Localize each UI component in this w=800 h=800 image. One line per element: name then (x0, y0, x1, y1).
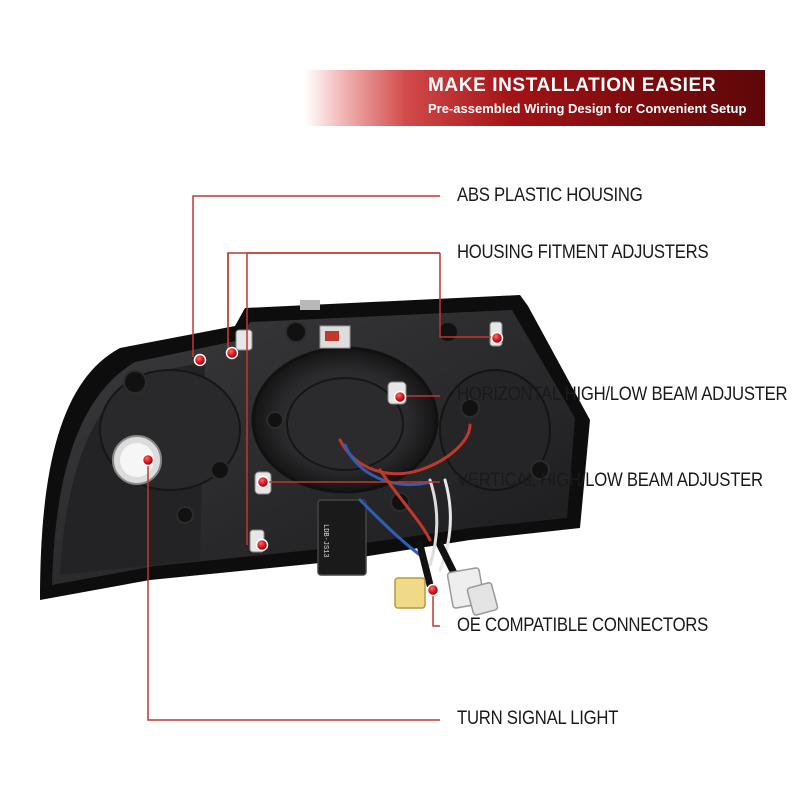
header-banner: MAKE INSTALLATION EASIER Pre-assembled W… (305, 70, 765, 126)
headlight-housing (40, 295, 590, 600)
callout-markers (141, 331, 504, 597)
callout-turn-signal-light: TURN SIGNAL LIGHT (457, 708, 619, 729)
turn-signal-socket (112, 435, 162, 485)
control-module (317, 499, 367, 576)
oe-connectors (394, 567, 499, 616)
callout-housing-fitment-adjusters: HOUSING FITMENT ADJUSTERS (457, 242, 709, 263)
callout-horizontal-beam-adjuster: HORIZONTAL HIGH/LOW BEAM ADJUSTER (457, 384, 788, 405)
callout-lines (147, 195, 500, 721)
callout-oe-compatible-connectors: OE COMPATIBLE CONNECTORS (457, 615, 709, 636)
callout-abs-plastic-housing: ABS PLASTIC HOUSING (457, 185, 643, 206)
module-label: LDB-JS13 (321, 524, 329, 558)
callout-vertical-beam-adjuster: VERTICAL HIGH/LOW BEAM ADJUSTER (457, 470, 763, 491)
banner-title: MAKE INSTALLATION EASIER (428, 75, 717, 96)
banner-subtitle: Pre-assembled Wiring Design for Convenie… (428, 101, 747, 116)
